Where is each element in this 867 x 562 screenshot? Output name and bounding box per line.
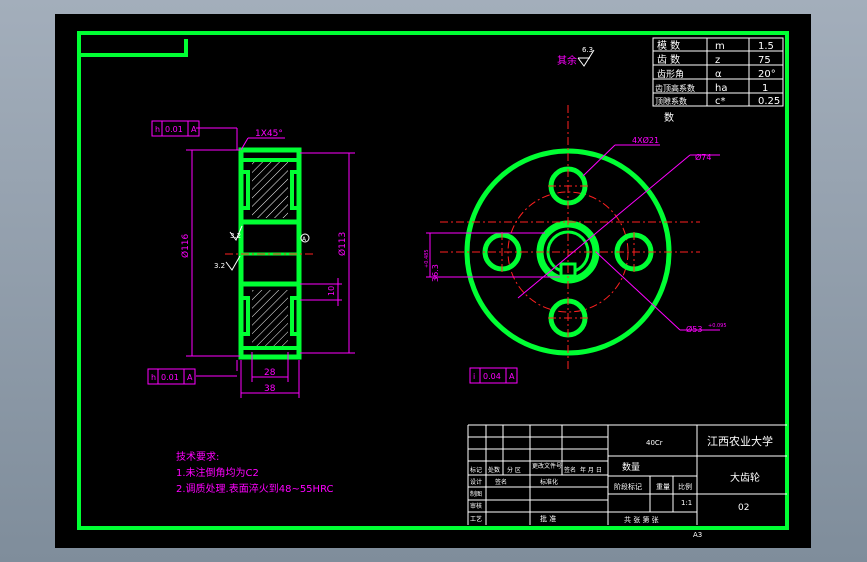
tb-part-code: 02 (738, 503, 749, 513)
dim-dia-113: Ø113 (337, 232, 348, 256)
svg-text:0.01: 0.01 (165, 125, 183, 134)
dim-28: 28 (264, 368, 276, 378)
svg-text:A: A (509, 372, 515, 381)
tb-scale-label: 比例 (678, 482, 692, 491)
tol-frame-bottom: h 0.01 A (147, 368, 196, 385)
drawing-sheet (55, 14, 811, 548)
tb-row-4: 签名 (564, 466, 576, 474)
section-view[interactable]: 1X45° Ø116 Ø113 28 38 10 3.2 3.2 A h 0.0… (147, 120, 355, 398)
code-box (79, 39, 188, 57)
svg-text:h: h (155, 125, 160, 134)
tb-part-name: 大齿轮 (730, 471, 760, 484)
param-extra: 数 (664, 111, 674, 124)
svg-text:0.01: 0.01 (161, 373, 179, 382)
dia-74-label: Ø74 (695, 152, 711, 162)
tb-quantity: 数量 (622, 461, 640, 473)
tb-scale: 1:1 (681, 499, 692, 507)
tb-left-1: 制图 (470, 490, 482, 498)
rough-3-2: 3.2 (214, 262, 225, 270)
holes-label: 4XØ21 (632, 135, 659, 145)
bore-dim-label: Ø53 (686, 324, 702, 334)
param-sym-0: m (715, 41, 725, 52)
key-tol-label: +0.485 (424, 249, 430, 268)
param-sym-4: c* (715, 96, 726, 107)
param-name-2: 齿形角 (657, 68, 684, 80)
dim-38: 38 (264, 384, 276, 394)
title-block: 40Cr 江西农业大学 大齿轮 02 数量 阶段标记 重量 比例 1:1 共 张… (467, 424, 787, 539)
tb-row-1: 处数 (488, 466, 500, 474)
param-val-2: 20° (758, 69, 776, 80)
param-val-4: 0.25 (758, 96, 780, 107)
datum-label: A (302, 236, 307, 243)
tb-weight: 重量 (656, 483, 670, 491)
params-table (652, 37, 784, 107)
tb-approve: 批 准 (540, 514, 556, 523)
tol-frame-front: i 0.04 A (469, 367, 518, 384)
param-sym-3: ha (715, 83, 727, 94)
tech-line-2: 2.调质处理.表面淬火到48~55HRC (176, 482, 334, 495)
svg-text:0.04: 0.04 (483, 372, 501, 381)
dim-10: 10 (327, 286, 336, 296)
param-val-0: 1.5 (758, 41, 774, 52)
tech-requirements: 技术要求: 1.未注倒角均为C2 2.调质处理.表面淬火到48~55HRC (176, 450, 334, 495)
param-val-3: 1 (762, 83, 768, 94)
front-view[interactable]: 4XØ21 Ø74 Ø53 +0.095 36.3 +0.485 i 0.04 … (424, 105, 727, 384)
tb-school: 江西农业大学 (707, 434, 773, 448)
key-dim-label: 36.3 (431, 264, 440, 282)
svg-text:A: A (187, 373, 193, 382)
tech-title: 技术要求: (176, 450, 219, 463)
chamfer-label: 1X45° (255, 129, 283, 139)
svg-text:i: i (473, 372, 475, 381)
tb-row-0: 标记 (470, 466, 482, 474)
param-name-0: 模 数 (657, 39, 680, 52)
tb-left-3: 工艺 (470, 515, 482, 523)
svg-text:h: h (151, 373, 156, 382)
param-sym-2: α (715, 69, 722, 80)
tol-frame-top: h 0.01 A (151, 120, 200, 137)
tb-left-0: 设计 (470, 478, 482, 486)
tb-sign: 签名 (495, 478, 507, 486)
sheet-size: A3 (693, 531, 702, 539)
inner-frame (77, 31, 789, 530)
bore-tol-label: +0.095 (708, 323, 727, 329)
tb-row-5: 年 月 日 (580, 466, 602, 474)
tb-material: 40Cr (646, 439, 663, 447)
dim-dia-116: Ø116 (180, 233, 191, 258)
tb-row-2: 分 区 (507, 466, 521, 474)
roughness-note: 其余 6.3 (557, 46, 595, 67)
tb-std: 标准化 (540, 478, 558, 486)
roughness-label: 其余 (557, 54, 577, 67)
svg-text:A: A (191, 125, 197, 134)
roughness-value: 6.3 (582, 46, 593, 54)
tb-row-3: 更改文件号 (532, 462, 562, 470)
tb-sheet: 共 张 第 张 (624, 515, 659, 524)
param-sym-1: z (715, 55, 720, 66)
param-val-1: 75 (758, 55, 771, 66)
tb-left-2: 审核 (470, 502, 482, 510)
param-name-3: 齿顶高系数 (655, 83, 695, 93)
param-name-1: 齿 数 (657, 53, 680, 66)
tb-stage: 阶段标记 (614, 482, 642, 491)
rough-3-2b: 3.2 (230, 232, 241, 240)
tech-line-1: 1.未注倒角均为C2 (176, 466, 259, 479)
param-name-4: 顶隙系数 (655, 96, 687, 106)
